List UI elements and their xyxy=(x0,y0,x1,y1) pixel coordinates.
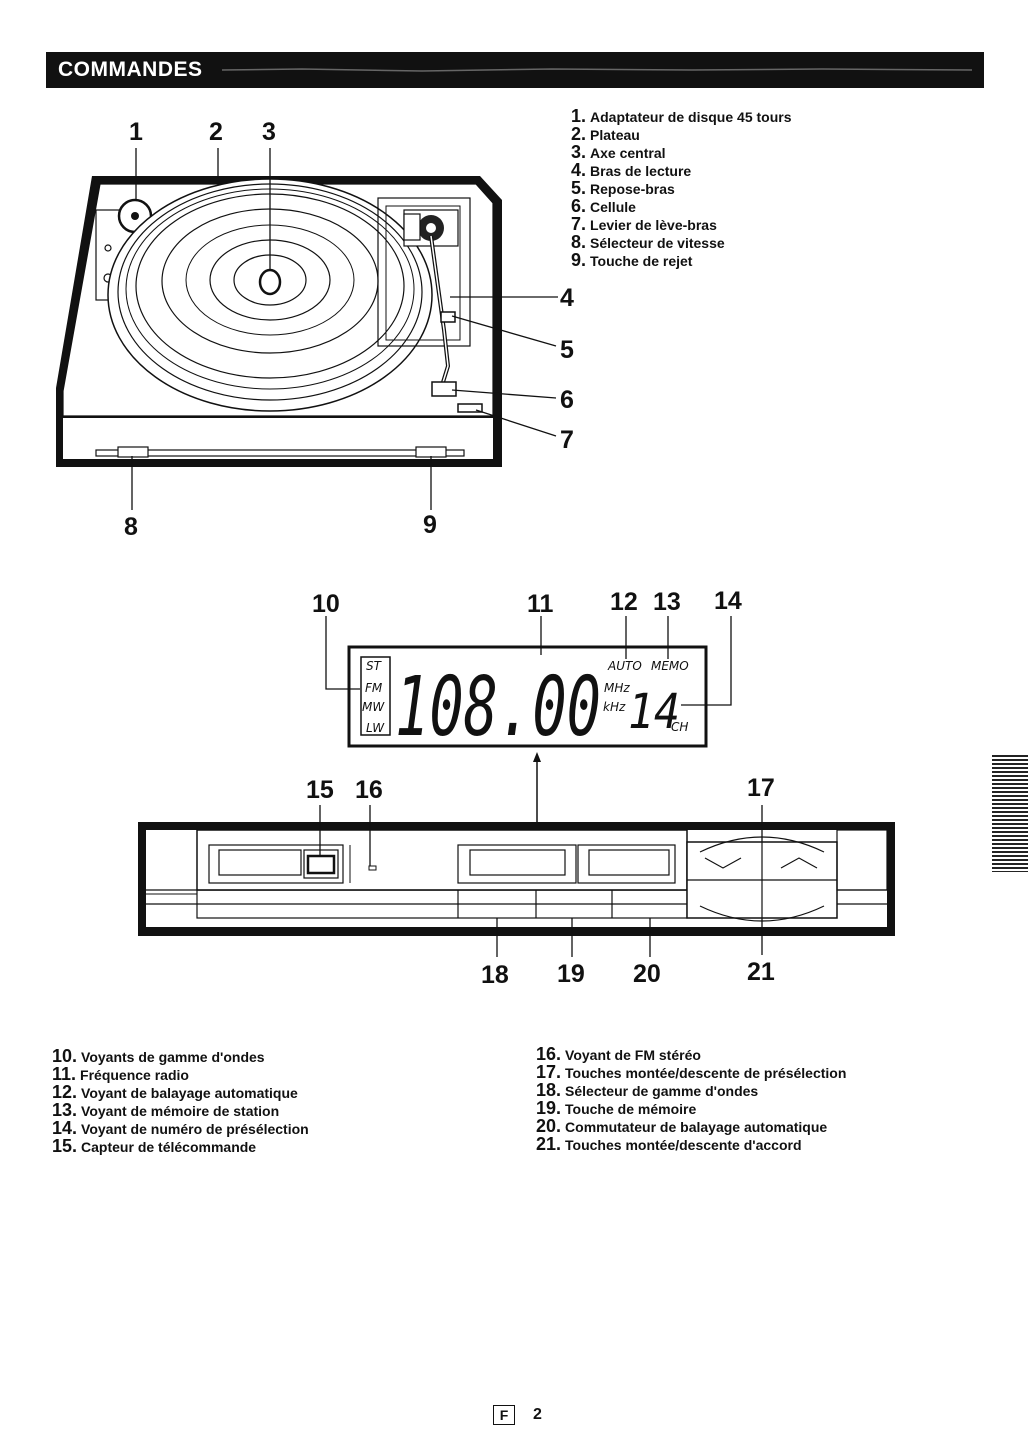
callout-1: 1 xyxy=(129,118,143,146)
tuner-front-panel xyxy=(138,822,895,936)
lcd-khz: kHz xyxy=(603,700,626,714)
lcd-auto: AUTO xyxy=(607,659,642,673)
callout-11: 11 xyxy=(527,590,554,618)
panel-leader-lines xyxy=(319,805,763,957)
legend-item: 2.Plateau xyxy=(571,124,640,144)
page-number: 2 xyxy=(533,1406,542,1423)
legend-item: 6.Cellule xyxy=(571,196,636,216)
legend-item: 16.Voyant de FM stéréo xyxy=(536,1044,701,1064)
lcd-mhz: MHz xyxy=(604,681,630,695)
lcd-leader-lines xyxy=(325,616,732,706)
callout-5: 5 xyxy=(560,336,574,364)
callout-14: 14 xyxy=(714,587,742,615)
legend-item: 21.Touches montée/descente d'accord xyxy=(536,1134,802,1154)
legend-item: 12.Voyant de balayage automatique xyxy=(52,1082,298,1102)
section-title: COMMANDES xyxy=(58,58,203,81)
legend-item: 4.Bras de lecture xyxy=(571,160,692,180)
callout-8: 8 xyxy=(124,513,138,541)
legend-item: 14.Voyant de numéro de présélection xyxy=(52,1118,309,1138)
legend-item: 11.Fréquence radio xyxy=(52,1064,189,1084)
callout-17: 17 xyxy=(747,774,775,802)
legend-item: 5.Repose-bras xyxy=(571,178,675,198)
legend-item: 9.Touche de rejet xyxy=(571,250,693,270)
callout-7: 7 xyxy=(560,426,574,454)
callout-10: 10 xyxy=(312,590,340,618)
lcd-ch: CH xyxy=(671,720,688,734)
callout-9: 9 xyxy=(423,511,437,539)
callout-3: 3 xyxy=(262,118,276,146)
thumb-index-tab xyxy=(992,755,1028,872)
lcd-lw: LW xyxy=(366,721,385,735)
legend-item: 17.Touches montée/descente de présélecti… xyxy=(536,1062,847,1082)
callout-18: 18 xyxy=(481,961,509,989)
callout-12: 12 xyxy=(610,588,638,616)
section-header: COMMANDES xyxy=(46,52,984,88)
callout-6: 6 xyxy=(560,386,574,414)
callout-20: 20 xyxy=(633,960,661,988)
legend-item: 3.Axe central xyxy=(571,142,666,162)
language-marker: F xyxy=(493,1405,515,1425)
lcd-channel: 14 xyxy=(628,684,680,740)
callout-2: 2 xyxy=(209,118,223,146)
turntable-illustration xyxy=(56,176,502,467)
legend-item: 19.Touche de mémoire xyxy=(536,1098,697,1118)
legend-item: 10.Voyants de gamme d'ondes xyxy=(52,1046,265,1066)
legend-item: 13.Voyant de mémoire de station xyxy=(52,1100,280,1120)
callout-16: 16 xyxy=(355,776,383,804)
legend-item: 15.Capteur de télécommande xyxy=(52,1136,257,1156)
tuner-legend-left: 10.Voyants de gamme d'ondes 11.Fréquence… xyxy=(52,1047,309,1155)
legend-item: 8.Sélecteur de vitesse xyxy=(571,232,725,252)
lcd-frequency: 108.00 xyxy=(395,660,601,755)
callout-13: 13 xyxy=(653,588,681,616)
lcd-st: ST xyxy=(366,659,383,673)
lcd-mw: MW xyxy=(362,700,385,714)
header-decoration xyxy=(222,68,972,72)
legend-item: 18.Sélecteur de gamme d'ondes xyxy=(536,1080,759,1100)
legend-item: 20.Commutateur de balayage automatique xyxy=(536,1116,828,1136)
lcd-fm: FM xyxy=(365,681,383,695)
lcd-display: ST FM MW LW 108.00 AUTO MEMO MHz kHz 14 … xyxy=(347,645,708,755)
tuner-legend-right: 16.Voyant de FM stéréo 17.Touches montée… xyxy=(536,1045,846,1153)
callout-19: 19 xyxy=(557,960,585,988)
legend-item: 1.Adaptateur de disque 45 tours xyxy=(571,106,792,126)
callout-21: 21 xyxy=(747,958,775,986)
callout-4: 4 xyxy=(560,284,574,312)
lcd-memo: MEMO xyxy=(651,659,689,673)
legend-item: 7.Levier de lève-bras xyxy=(571,214,717,234)
turntable-leader-lines xyxy=(131,148,558,510)
callout-15: 15 xyxy=(306,776,334,804)
turntable-legend: 1.Adaptateur de disque 45 tours 2.Platea… xyxy=(571,107,792,269)
